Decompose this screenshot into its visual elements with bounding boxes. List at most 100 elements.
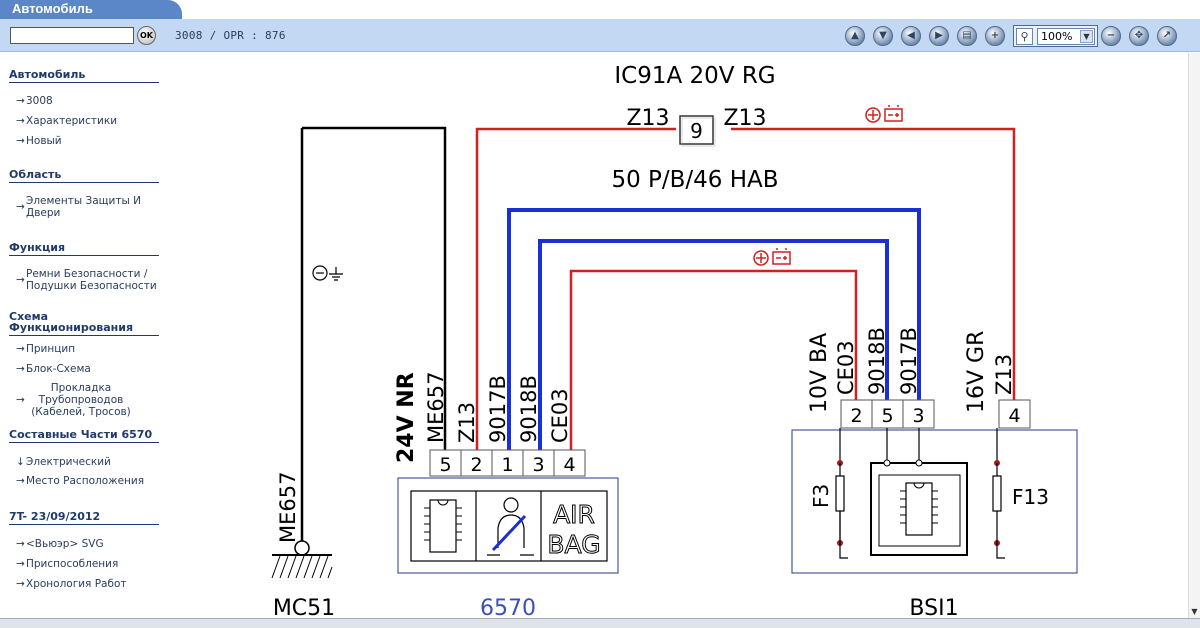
svg-text:3: 3	[532, 454, 544, 476]
svg-text:5: 5	[439, 454, 451, 476]
svg-text:9017B: 9017B	[897, 327, 921, 395]
wire-label-me657-left: ME657	[276, 472, 300, 543]
sidebar-item-characteristics[interactable]: →Характеристики	[16, 115, 118, 127]
sidebar-item-tools[interactable]: →Приспособления	[16, 558, 119, 570]
airbag-module-6570[interactable]: AIR BAG	[397, 477, 619, 574]
zoom-control: ⚲ 100% ▼	[1013, 25, 1098, 47]
wire-z13[interactable]	[475, 127, 1016, 451]
airbag-text-2: BAG	[547, 530, 600, 559]
svg-text:3: 3	[912, 405, 924, 427]
connector-9[interactable]	[679, 115, 714, 145]
arrow-right-icon: →	[16, 201, 25, 213]
fuse-label-f3: F3	[809, 484, 833, 508]
bsi-connector-a-label: 10V BA	[807, 333, 832, 413]
svg-text:CE03: CE03	[834, 340, 858, 395]
sidebar-item-principle[interactable]: →Принцип	[16, 343, 76, 355]
zoom-in-icon[interactable]: +	[985, 26, 1005, 46]
svg-text:ME657: ME657	[424, 372, 448, 443]
arrow-right-icon: →	[16, 135, 25, 147]
arrow-right-icon: →	[16, 475, 25, 487]
wiring-diagram: 9 Z13 Z13 IC91A 20V RG 50 P/B/46 HAB ME6…	[271, 63, 1078, 618]
arrow-right-icon: →	[16, 394, 25, 406]
arrow-right-icon: →	[16, 95, 25, 107]
tab-bar: Автомобиль	[0, 0, 1200, 19]
ground-point-mc51[interactable]	[271, 540, 333, 579]
component-label-mc51: MC51	[273, 596, 335, 618]
tab-vehicle[interactable]: Автомобиль	[0, 0, 182, 19]
fit-screen-icon[interactable]: ✥	[1129, 26, 1149, 46]
zoom-select[interactable]: 100% ▼	[1037, 28, 1095, 45]
svg-text:5: 5	[881, 405, 893, 427]
svg-text:2: 2	[850, 405, 862, 427]
bsi-wire-labels: CE03 9018B 9017B	[834, 327, 921, 395]
vertical-scrollbar[interactable]: ▼	[1188, 53, 1200, 618]
sidebar-item-svg-viewer[interactable]: →<Вьюэр> SVG	[16, 538, 104, 550]
harness-top-label: IC91A 20V RG	[614, 63, 775, 89]
status-bar	[0, 618, 1200, 628]
wire-9017b[interactable]	[507, 208, 921, 451]
external-window-icon[interactable]: ↗	[1157, 26, 1177, 46]
battery-plus-icon	[865, 105, 903, 123]
arrow-right-icon: →	[16, 538, 25, 550]
arrow-right-icon: →	[16, 343, 25, 355]
component-label-bsi1: BSI1	[909, 596, 958, 618]
arrow-down-icon: ↓	[16, 456, 25, 468]
sidebar-item-protection-doors[interactable]: →Элементы Защиты И Двери	[16, 195, 141, 219]
seatbelt-icon	[487, 497, 534, 556]
sidebar-section-scheme[interactable]: Схема Функционирования	[9, 311, 159, 336]
bsi-connector-b-label: 16V GR	[964, 331, 989, 413]
chevron-down-icon[interactable]: ▼	[1191, 607, 1198, 616]
sidebar-section-components[interactable]: Составные Части 6570	[9, 429, 159, 443]
connector-9-left-label: Z13	[626, 106, 669, 131]
search-input[interactable]	[10, 27, 134, 44]
sidebar-section-date[interactable]: 7T- 23/09/2012	[9, 511, 159, 525]
sidebar-section-vehicle[interactable]: Автомобиль	[9, 69, 159, 83]
wire-ce03[interactable]	[569, 269, 858, 451]
wire-9018b[interactable]	[538, 239, 889, 451]
component-label-6570: 6570	[480, 596, 536, 618]
bsi-connector-b-pin[interactable]: 4	[998, 399, 1031, 429]
airbag-wire-labels: ME657 Z13 9017B 9018B CE03	[424, 372, 572, 443]
arrow-right-icon: →	[16, 363, 25, 375]
sidebar: Автомобиль →3008 →Характеристики →Новый …	[0, 53, 168, 618]
sidebar-section-area[interactable]: Область	[9, 169, 159, 183]
connector-9-right-label: Z13	[723, 106, 766, 131]
sidebar-item-routing[interactable]: →Прокладка Трубопроводов (Кабелей, Тросо…	[16, 382, 131, 418]
arrow-right-icon: →	[16, 274, 25, 286]
svg-text:1: 1	[501, 454, 513, 476]
battery-plus-icon	[753, 248, 791, 266]
sidebar-item-3008[interactable]: →3008	[16, 95, 53, 107]
airbag-connector-pins[interactable]: 5 2 1 3 4	[429, 449, 586, 477]
arrow-right-icon[interactable]: ▶	[929, 26, 949, 46]
ok-button[interactable]: OK	[137, 26, 156, 45]
sidebar-item-electrical[interactable]: ↓Электрический	[16, 456, 111, 468]
sidebar-item-location[interactable]: →Место Расположения	[16, 475, 145, 487]
arrow-down-icon[interactable]: ▼	[873, 26, 893, 46]
sidebar-section-function[interactable]: Функция	[9, 242, 159, 256]
bsi-connector-a-pins[interactable]: 2 5 3	[840, 399, 935, 429]
airbag-connector-label: 24V NR	[394, 372, 419, 463]
chevron-down-icon[interactable]: ▼	[1080, 30, 1093, 43]
toolbar: OK 3008 / OPR : 876 ▲ ▼ ◀ ▶ ▤ + ⚲ 100% ▼…	[0, 19, 1200, 52]
zoom-out-icon[interactable]: −	[1101, 26, 1121, 46]
airbag-text-1: AIR	[553, 500, 595, 529]
bsi-module[interactable]	[791, 418, 1078, 574]
sidebar-item-seatbelts-airbags[interactable]: →Ремни Безопасности / Подушки Безопаснос…	[16, 268, 157, 292]
chip-icon	[424, 499, 462, 553]
arrow-up-icon[interactable]: ▲	[845, 26, 865, 46]
magnifier-icon[interactable]: ⚲	[1016, 28, 1033, 45]
arrow-right-icon: →	[16, 578, 25, 590]
svg-text:9018B: 9018B	[865, 327, 889, 395]
svg-text:4: 4	[563, 454, 575, 476]
svg-text:CE03: CE03	[548, 388, 572, 443]
sidebar-item-new[interactable]: →Новый	[16, 135, 62, 147]
connector-9-num: 9	[690, 119, 703, 143]
print-icon[interactable]: ▤	[957, 26, 977, 46]
breadcrumb: 3008 / OPR : 876	[175, 29, 286, 42]
wire-me657[interactable]	[300, 126, 447, 543]
fuse-label-f13: F13	[1012, 485, 1049, 509]
arrow-left-icon[interactable]: ◀	[901, 26, 921, 46]
sidebar-item-block-scheme[interactable]: →Блок-Схема	[16, 363, 91, 375]
sidebar-item-history[interactable]: →Хронология Работ	[16, 578, 127, 590]
zoom-value: 100%	[1041, 30, 1073, 43]
